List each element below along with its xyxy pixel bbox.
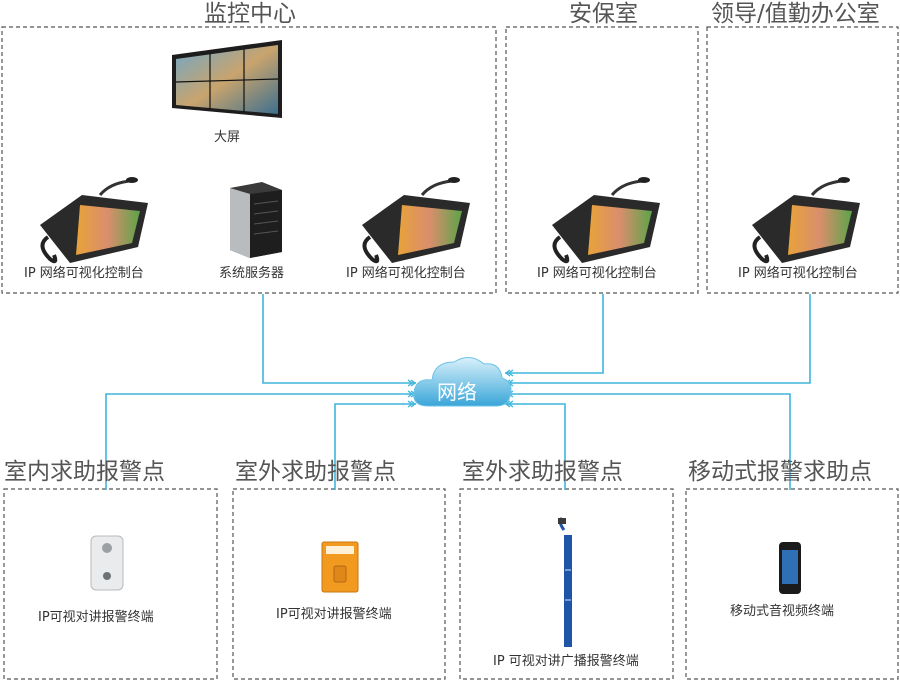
label-console-leader: IP 网络可视化控制台 bbox=[738, 266, 858, 281]
link-indoor bbox=[105, 393, 416, 490]
zone-border-mobile bbox=[685, 488, 899, 680]
label-mobile-terminal: 移动式音视频终端 bbox=[730, 604, 835, 619]
video-wall-icon bbox=[172, 40, 282, 118]
console-icon-security bbox=[550, 175, 662, 265]
mobile-terminal-icon bbox=[779, 542, 801, 594]
console-icon-right bbox=[360, 175, 472, 265]
indoor-terminal-icon bbox=[90, 535, 124, 591]
zone-title-outdoor2: 室外求助报警点 bbox=[462, 459, 623, 485]
link-security bbox=[505, 294, 604, 374]
zone-border-leader-office bbox=[706, 26, 899, 294]
label-console-security: IP 网络可视化控制台 bbox=[537, 266, 657, 281]
zone-title-outdoor1: 室外求助报警点 bbox=[235, 459, 396, 485]
link-outdoor1 bbox=[334, 403, 416, 490]
console-icon-left bbox=[38, 175, 150, 265]
network-lines bbox=[105, 294, 811, 490]
zone-title-mobile: 移动式报警求助点 bbox=[688, 459, 872, 485]
label-console-left: IP 网络可视化控制台 bbox=[24, 266, 144, 281]
label-big-screen: 大屏 bbox=[214, 130, 241, 145]
console-icon-leader bbox=[750, 175, 862, 265]
label-indoor-terminal: IP可视对讲报警终端 bbox=[38, 610, 154, 625]
link-leader bbox=[505, 294, 811, 384]
zone-border-monitor-center bbox=[1, 26, 497, 294]
zone-border-outdoor2 bbox=[459, 488, 674, 680]
label-server: 系统服务器 bbox=[219, 266, 285, 281]
network-label: 网络 bbox=[437, 380, 477, 404]
zone-border-indoor bbox=[3, 488, 218, 680]
network-cloud-icon: 网络 bbox=[413, 357, 512, 407]
zone-title-security-room: 安保室 bbox=[569, 1, 638, 27]
label-pole-terminal: IP 可视对讲广播报警终端 bbox=[493, 654, 639, 669]
zone-title-indoor: 室内求助报警点 bbox=[4, 459, 165, 485]
label-console-right: IP 网络可视化控制台 bbox=[346, 266, 466, 281]
zone-border-outdoor1 bbox=[232, 488, 446, 680]
link-server bbox=[262, 294, 416, 384]
outdoor-terminal-icon bbox=[321, 541, 359, 593]
zone-title-monitor-center: 监控中心 bbox=[204, 1, 296, 27]
zone-border-security-room bbox=[505, 26, 699, 294]
server-icon bbox=[230, 182, 282, 258]
zone-title-leader-office: 领导/值勤办公室 bbox=[711, 1, 880, 27]
label-outdoor-terminal: IP可视对讲报警终端 bbox=[276, 607, 392, 622]
pole-terminal-icon bbox=[558, 516, 572, 647]
link-mobile bbox=[505, 393, 791, 490]
link-outdoor2 bbox=[505, 403, 566, 490]
